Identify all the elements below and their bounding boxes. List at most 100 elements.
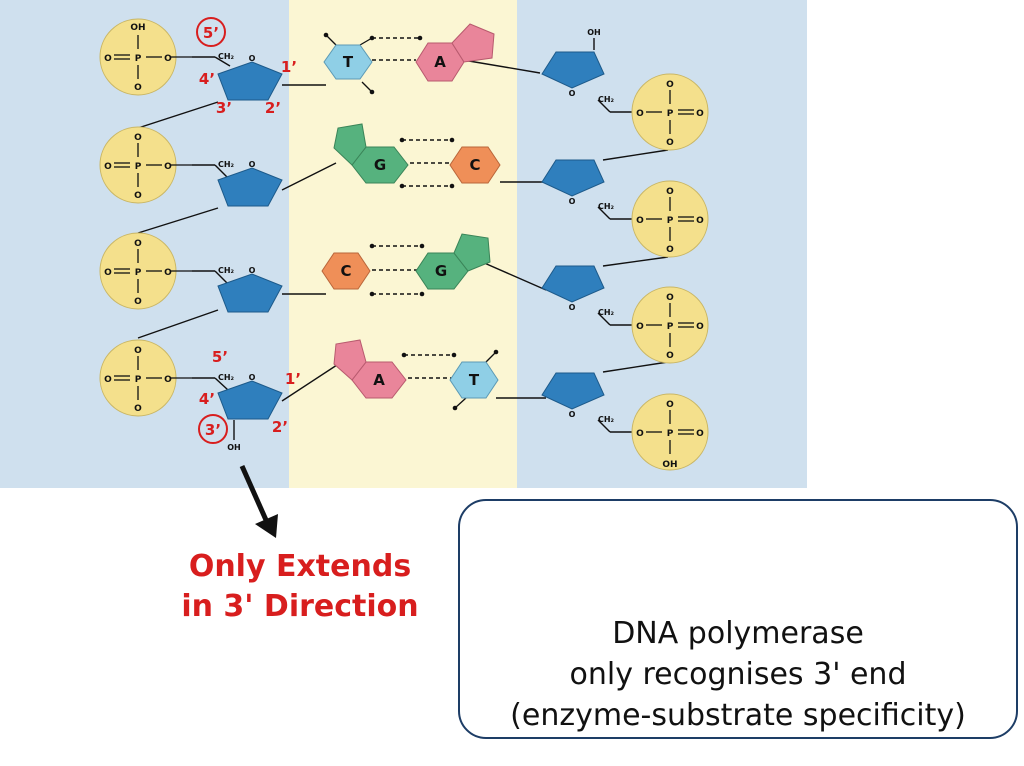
svg-text:O: O [134, 297, 142, 307]
svg-text:CH₂: CH₂ [598, 415, 615, 424]
carbon-4-label-bottom: 4’ [199, 390, 215, 408]
svg-text:O: O [134, 191, 142, 201]
svg-text:O: O [104, 268, 112, 278]
svg-text:O: O [666, 293, 674, 303]
note-line-2: only recognises 3' end [569, 657, 907, 692]
svg-text:O: O [134, 133, 142, 143]
left-phosphate-group [99, 18, 177, 417]
svg-text:O: O [134, 404, 142, 414]
svg-text:P: P [667, 216, 674, 226]
svg-text:O: O [666, 138, 674, 148]
svg-text:O: O [696, 322, 704, 332]
svg-text:O: O [104, 375, 112, 385]
svg-text:OH: OH [587, 28, 601, 37]
sugar-oxygen-labels: O O O O O O O O OH [227, 54, 575, 452]
hydrogen-bonds [372, 37, 456, 379]
bond-stubs [325, 34, 497, 409]
sugar-left-1 [217, 61, 283, 101]
carbon-1-label-top: 1’ [281, 58, 297, 76]
base-thymine-4 [449, 361, 499, 399]
svg-text:O: O [249, 54, 256, 63]
phosphate-right-3 [631, 286, 709, 364]
carbon-2-label-bottom: 2’ [272, 418, 288, 436]
base-guanine-3-ring [453, 233, 491, 272]
svg-text:O: O [696, 429, 704, 439]
sugar-left-2 [217, 167, 283, 207]
arrow-down-icon [239, 464, 278, 538]
carbon-1-label-bottom: 1’ [285, 370, 301, 388]
base-adenine-1-ring [451, 23, 495, 63]
base-thymine-1 [323, 44, 373, 80]
carbon-4-label-top: 4’ [199, 70, 215, 88]
svg-text:O: O [134, 239, 142, 249]
base-cytosine-3 [321, 252, 371, 290]
svg-text:OH: OH [662, 460, 677, 470]
svg-text:CH₂: CH₂ [598, 95, 615, 104]
base-pair-1-left: T [343, 53, 354, 71]
svg-text:O: O [666, 351, 674, 361]
svg-text:O: O [636, 429, 644, 439]
svg-text:P: P [667, 109, 674, 119]
svg-text:CH₂: CH₂ [218, 52, 235, 61]
base-pair-4-left: A [373, 371, 385, 389]
direction-label-line-1: Only Extends [188, 549, 412, 584]
svg-text:O: O [666, 187, 674, 197]
svg-text:O: O [164, 268, 172, 278]
svg-text:O: O [249, 160, 256, 169]
svg-text:CH₂: CH₂ [218, 160, 235, 169]
sugar-right-2 [541, 159, 605, 197]
sugar-right-3 [541, 265, 605, 303]
svg-text:O: O [569, 410, 576, 419]
base-guanine-2-ring [333, 123, 367, 166]
base-letters: T A G C C G A T [340, 53, 480, 389]
bases [321, 23, 501, 399]
carbon-5-label-bottom: 5’ [212, 348, 228, 366]
base-pair-1-right: A [434, 53, 446, 71]
svg-text:OH: OH [227, 443, 241, 452]
svg-text:O: O [569, 303, 576, 312]
svg-text:O: O [134, 346, 142, 356]
svg-text:CH₂: CH₂ [218, 266, 235, 275]
sugar-right-4 [541, 372, 605, 410]
svg-text:O: O [569, 89, 576, 98]
svg-text:O: O [104, 54, 112, 64]
phosphate-right-4 [631, 393, 709, 471]
svg-text:O: O [569, 197, 576, 206]
carbon-2-label-top: 2’ [265, 99, 281, 117]
base-pair-3-right: G [435, 262, 447, 280]
note-line-1: DNA polymerase [612, 616, 864, 651]
svg-text:P: P [135, 268, 142, 278]
svg-text:P: P [667, 429, 674, 439]
three-prime-highlight-circle [198, 414, 228, 444]
base-pair-4-right: T [469, 371, 480, 389]
carbon-3-label-top: 3’ [216, 99, 232, 117]
svg-text:O: O [249, 373, 256, 382]
svg-text:CH₂: CH₂ [598, 308, 615, 317]
svg-text:CH₂: CH₂ [218, 373, 235, 382]
phosphate-atom-labels: P O O OH O P O O O O P O O O O P O O O O… [104, 23, 704, 470]
direction-label-line-2: in 3' Direction [181, 589, 419, 624]
base-pair-2-right: C [469, 156, 480, 174]
svg-text:O: O [164, 162, 172, 172]
enzyme-note-box [458, 499, 1018, 739]
svg-text:OH: OH [130, 23, 145, 33]
svg-text:O: O [636, 216, 644, 226]
svg-text:CH₂: CH₂ [598, 202, 615, 211]
sugar-right-1 [541, 51, 605, 89]
base-cytosine-2 [449, 146, 501, 184]
carbon-3-label-bottom: 3’ [205, 421, 221, 439]
svg-text:P: P [135, 375, 142, 385]
base-pair-2-left: G [374, 156, 386, 174]
svg-text:O: O [666, 245, 674, 255]
svg-text:O: O [636, 322, 644, 332]
svg-text:O: O [164, 54, 172, 64]
phosphate-right-1 [631, 73, 709, 151]
base-pair-3-left: C [340, 262, 351, 280]
right-sugars [541, 51, 605, 410]
svg-text:O: O [636, 109, 644, 119]
carbon-5-label-top: 5’ [203, 24, 219, 42]
ch2-labels: CH₂ CH₂ CH₂ CH₂ CH₂ CH₂ CH₂ CH₂ OH [218, 28, 615, 424]
svg-text:P: P [667, 322, 674, 332]
svg-text:O: O [249, 266, 256, 275]
carbon-number-labels: 5’ 4’ 3’ 2’ 1’ 5’ 4’ 3’ 2’ 1’ [196, 17, 301, 444]
